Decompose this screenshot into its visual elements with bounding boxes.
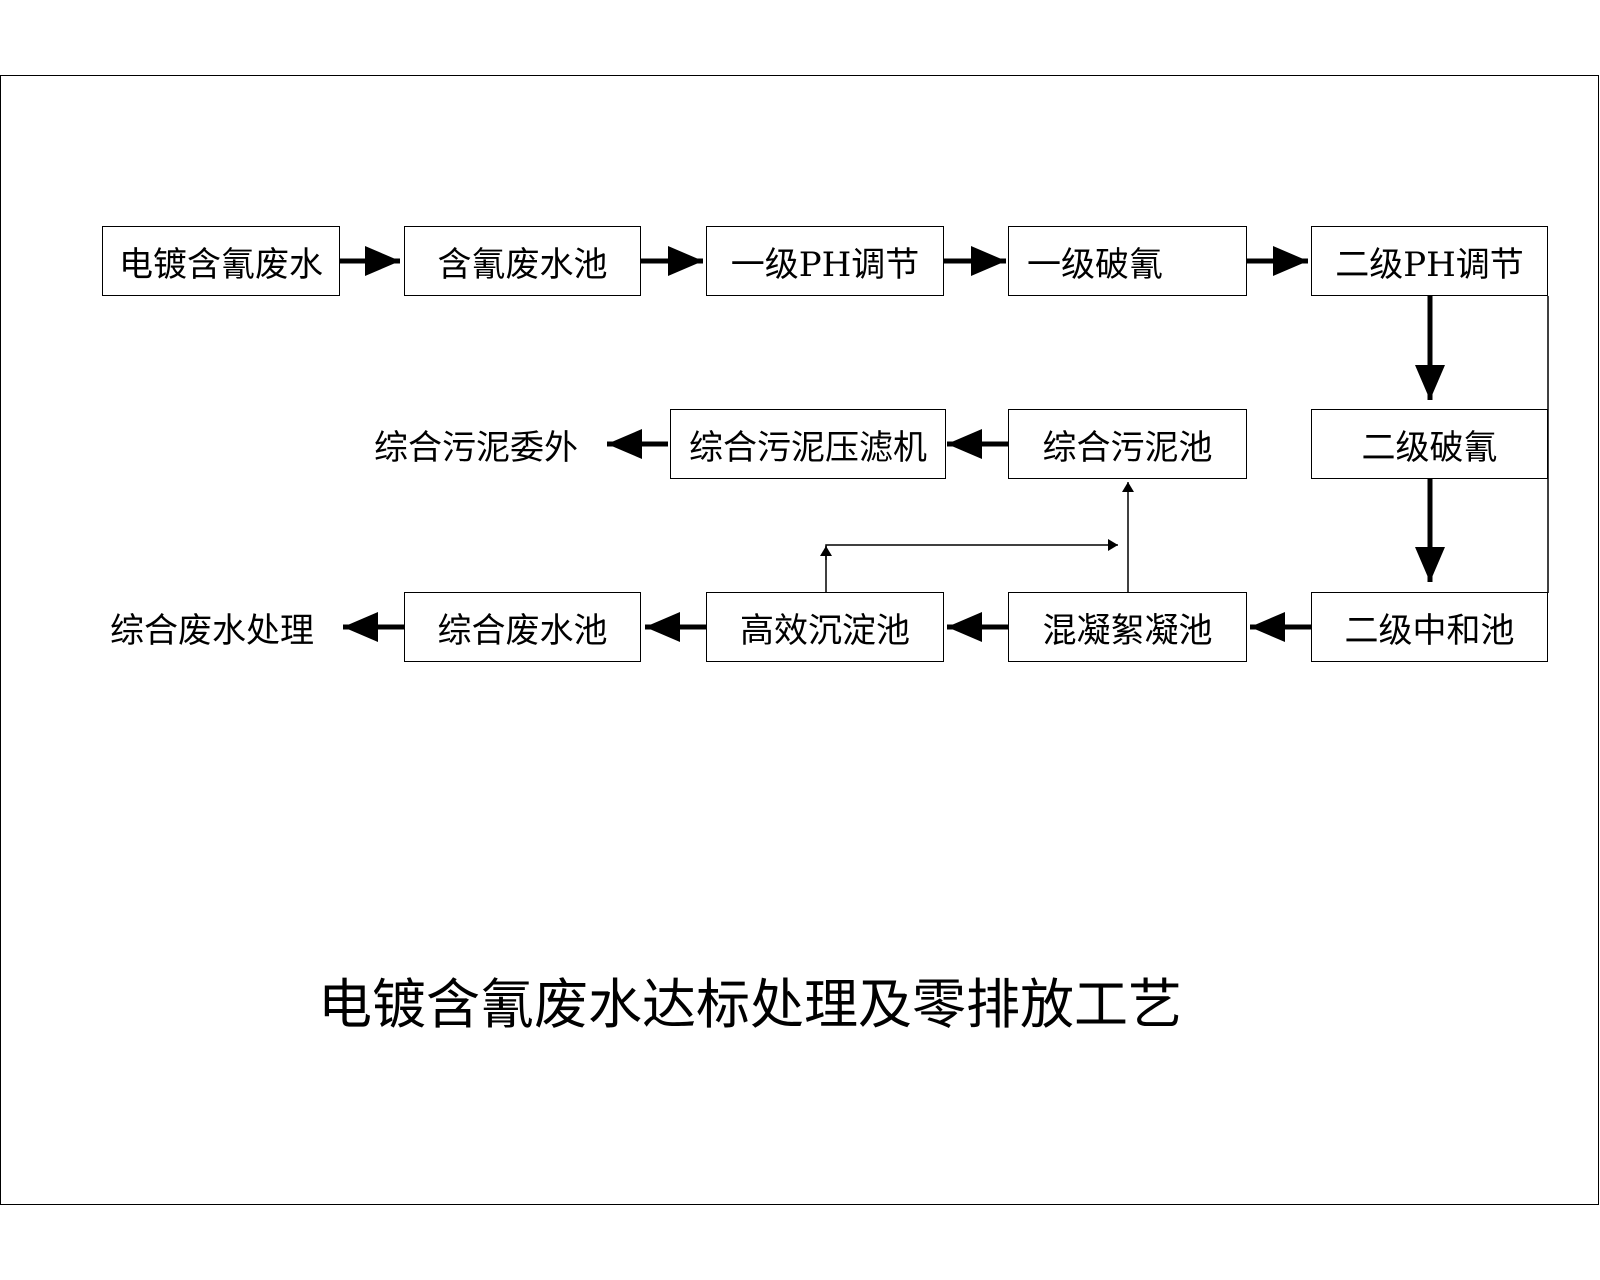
- node-break2: 二级破氰: [1311, 409, 1548, 479]
- node-ph2: 二级PH调节: [1311, 226, 1548, 296]
- node-combined-treat: 综合废水处理: [110, 610, 314, 651]
- node-filter-press: 综合污泥压滤机: [670, 409, 946, 479]
- node-source: 电镀含氰废水: [102, 226, 340, 296]
- node-combined-pool: 综合废水池: [404, 592, 641, 662]
- line-settle-to-sludge: [825, 539, 1118, 592]
- node-sludge-pool: 综合污泥池: [1008, 409, 1247, 479]
- diagram-title: 电镀含氰废水达标处理及零排放工艺: [318, 973, 1182, 1036]
- node-neutral: 二级中和池: [1311, 592, 1548, 662]
- node-sludge-out: 综合污泥委外: [374, 427, 578, 468]
- node-settle: 高效沉淀池: [706, 592, 944, 662]
- node-break1: 一级破氰: [1008, 226, 1247, 296]
- node-ph1: 一级PH调节: [706, 226, 944, 296]
- node-cyanide-pool: 含氰废水池: [404, 226, 641, 296]
- node-coag: 混凝絮凝池: [1008, 592, 1247, 662]
- page-frame: [0, 75, 1599, 1205]
